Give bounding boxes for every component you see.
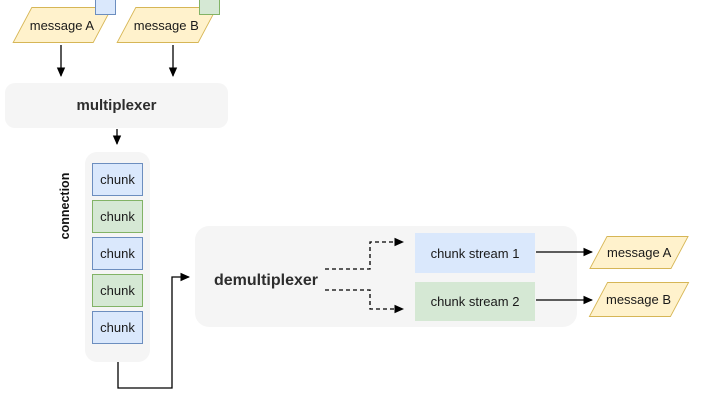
- chunk-stream-1-label: chunk stream 1: [430, 245, 520, 261]
- input-message-b-label: message B: [134, 17, 200, 33]
- multiplexer-box: multiplexer: [5, 83, 228, 128]
- chunk-label: chunk: [100, 246, 135, 261]
- chunk-label: chunk: [100, 283, 135, 298]
- chunk-label: chunk: [100, 209, 135, 224]
- demultiplexer-label: demultiplexer: [213, 272, 319, 289]
- chunk-stream-2-label: chunk stream 2: [430, 294, 520, 309]
- input-message-a-label: message A: [30, 17, 95, 33]
- connection-label: connection: [58, 172, 72, 240]
- chunk-box: chunk: [92, 237, 143, 270]
- output-message-a-label: message A: [606, 245, 672, 260]
- message-b-chunk-tag: [199, 0, 220, 15]
- chunk-box: chunk: [92, 200, 143, 233]
- chunk-box: chunk: [92, 274, 143, 307]
- output-message-b-shape: message B: [588, 282, 690, 317]
- chunk-stream-2-box: chunk stream 2: [415, 282, 535, 321]
- chunk-label: chunk: [100, 320, 135, 335]
- output-message-a-shape: message A: [589, 236, 689, 269]
- message-a-chunk-tag: [95, 0, 116, 15]
- chunk-box: chunk: [92, 163, 143, 196]
- multiplexer-label: multiplexer: [76, 97, 157, 114]
- chunk-label: chunk: [100, 172, 135, 187]
- chunk-box: chunk: [92, 311, 143, 344]
- chunk-stream-1-box: chunk stream 1: [415, 233, 535, 273]
- output-message-b-label: message B: [606, 292, 672, 307]
